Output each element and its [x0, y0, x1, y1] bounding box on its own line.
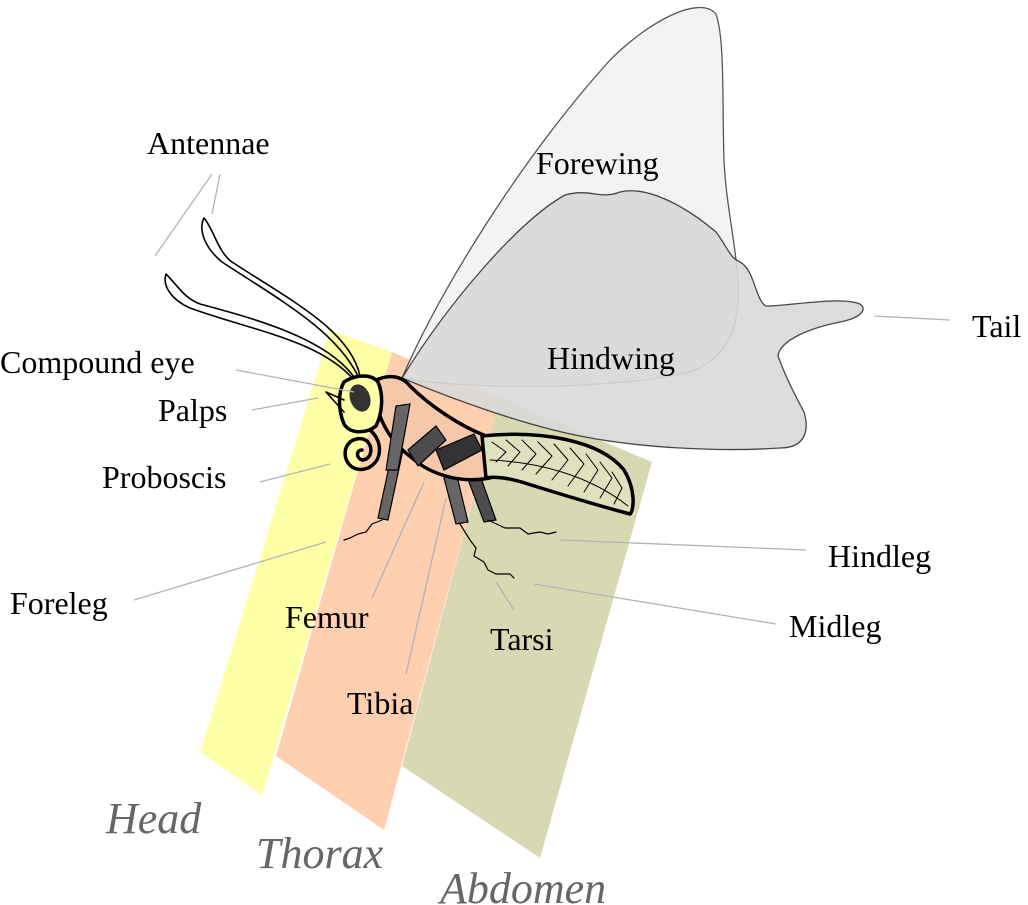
hindwing-shape [401, 190, 864, 451]
leader-femur [371, 481, 425, 599]
leader-compound-eye [235, 369, 355, 393]
region-label-head: Head [105, 794, 202, 843]
label-antennae: Antennae [147, 125, 270, 161]
leader-tibia [405, 497, 447, 675]
femur-middle [407, 425, 447, 467]
femur-front [385, 403, 411, 471]
head-region-band [200, 330, 392, 795]
label-proboscis: Proboscis [102, 459, 226, 495]
region-label-abdomen: Abdomen [437, 864, 606, 905]
leader-tail [873, 315, 951, 321]
label-tail: Tail [972, 308, 1021, 344]
leader-lines [133, 173, 951, 675]
leader-hindleg [559, 539, 807, 551]
leader-foreleg [133, 541, 327, 601]
label-hindleg: Hindleg [828, 538, 931, 574]
leader-midleg [533, 583, 777, 625]
abdomen-region-band [402, 398, 652, 858]
region-label-thorax: Thorax [256, 829, 384, 878]
label-foreleg: Foreleg [10, 585, 108, 621]
leader-antennae-2 [211, 173, 221, 215]
leader-proboscis [259, 463, 331, 483]
abdomen-segments [489, 439, 629, 507]
label-palps: Palps [158, 392, 227, 428]
leader-antennae-1 [154, 173, 213, 257]
leader-palps [251, 397, 319, 411]
label-compound-eye: Compound eye [0, 344, 195, 380]
label-forewing: Forewing [536, 145, 659, 181]
label-midleg: Midleg [789, 608, 881, 644]
label-tarsi: Tarsi [490, 621, 554, 657]
label-tibia: Tibia [347, 685, 413, 721]
antenna-lower [164, 273, 357, 381]
abdomen-shape [480, 432, 635, 516]
palps-shape [325, 391, 345, 413]
leader-tarsi [495, 581, 515, 611]
compound-eye-shape [349, 384, 371, 412]
label-femur: Femur [285, 599, 369, 635]
proboscis-shape [343, 428, 382, 472]
antenna-upper [201, 217, 361, 377]
label-hindwing: Hindwing [547, 340, 675, 376]
